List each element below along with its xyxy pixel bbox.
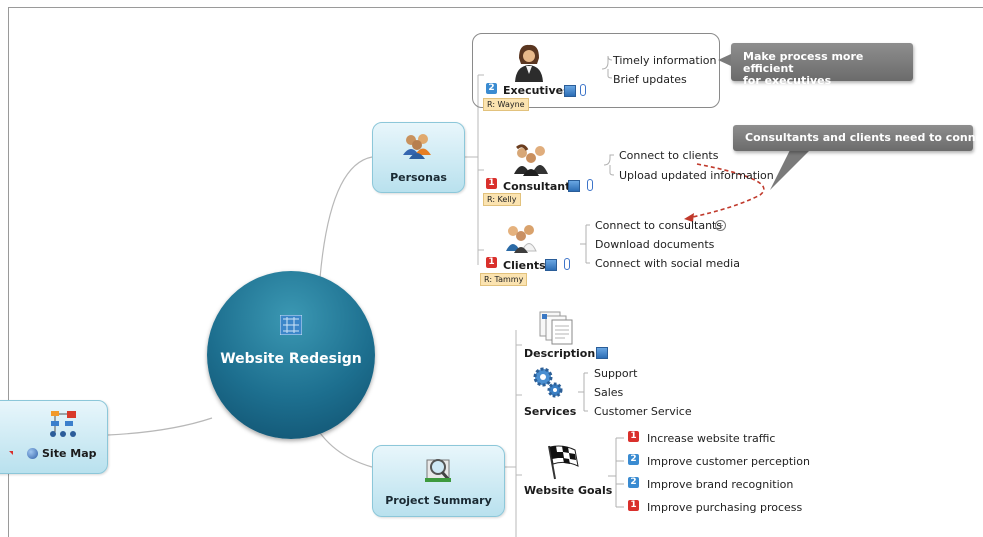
- topic-project-summary[interactable]: Project Summary: [372, 445, 505, 517]
- goal-item-brand[interactable]: Improve brand recognition: [647, 478, 794, 491]
- paperclip-icon[interactable]: [564, 258, 570, 270]
- executives-boundary: [472, 33, 720, 108]
- executives-item-brief[interactable]: Brief updates: [613, 73, 687, 86]
- consultants-item-upload[interactable]: Upload updated information: [619, 169, 774, 182]
- central-topic[interactable]: Website Redesign: [207, 271, 375, 439]
- callout-executives[interactable]: Make process more efficient for executiv…: [731, 43, 913, 87]
- note-icon[interactable]: [596, 347, 608, 359]
- priority-badge[interactable]: 1: [628, 500, 639, 511]
- services-label[interactable]: Services: [524, 405, 577, 418]
- paperclip-icon[interactable]: [587, 179, 593, 191]
- priority-badge[interactable]: 1: [486, 178, 497, 189]
- priority-badge[interactable]: 2: [628, 477, 639, 488]
- people-group-icon: [403, 134, 431, 159]
- documents-icon: [539, 311, 573, 345]
- executives-item-timely[interactable]: Timely information: [613, 54, 717, 67]
- priority-badge[interactable]: 1: [628, 431, 639, 442]
- consultants-item-connect[interactable]: Connect to clients: [619, 149, 719, 162]
- note-icon[interactable]: [545, 259, 557, 271]
- magnifier-document-icon: [425, 459, 451, 482]
- goal-item-purchasing[interactable]: Improve purchasing process: [647, 501, 803, 514]
- expand-plus-icon[interactable]: +: [715, 220, 726, 231]
- site-map-label: Site Map: [42, 447, 97, 460]
- personas-label: Personas: [390, 171, 447, 184]
- gears-icon: [533, 367, 563, 398]
- role-tag: R: Wayne: [483, 98, 529, 111]
- callout-executives-text: Make process more efficient for executiv…: [743, 50, 864, 87]
- clients-item-connect[interactable]: Connect to consultants: [595, 219, 723, 232]
- services-item-support[interactable]: Support: [594, 367, 638, 380]
- services-item-sales[interactable]: Sales: [594, 386, 624, 399]
- website-goals-label[interactable]: Website Goals: [524, 484, 613, 497]
- clients-item-social[interactable]: Connect with social media: [595, 257, 740, 270]
- role-tag: R: Kelly: [483, 193, 521, 206]
- priority-badge[interactable]: 2: [628, 454, 639, 465]
- topic-site-map[interactable]: Site Map: [0, 400, 108, 474]
- priority-badge[interactable]: 2: [486, 83, 497, 94]
- consultants-icon: [514, 144, 548, 176]
- central-topic-title: Website Redesign: [220, 351, 362, 367]
- description-label[interactable]: Description: [524, 347, 596, 360]
- callout-consultants-text: Consultants and clients need to connect: [745, 131, 983, 144]
- clients-item-download[interactable]: Download documents: [595, 238, 715, 251]
- clients-icon: [506, 225, 537, 253]
- note-icon[interactable]: [568, 180, 580, 192]
- org-chart-icon: [50, 411, 76, 437]
- goal-item-traffic[interactable]: Increase website traffic: [647, 432, 776, 445]
- services-item-customer-service[interactable]: Customer Service: [594, 405, 692, 418]
- checkered-flag-icon: [548, 445, 579, 480]
- priority-badge[interactable]: 1: [486, 257, 497, 268]
- globe-icon: [27, 448, 38, 459]
- businesswoman-icon: [515, 44, 543, 82]
- callout-executives-pointer: [718, 54, 731, 66]
- role-tag: R: Tammy: [480, 273, 528, 286]
- canvas-border-top: [8, 7, 983, 8]
- blueprint-icon: [280, 315, 302, 335]
- callout-consultants[interactable]: Consultants and clients need to connect: [733, 125, 983, 151]
- topic-personas[interactable]: Personas: [372, 122, 465, 193]
- paperclip-icon[interactable]: [580, 84, 586, 96]
- goal-item-perception[interactable]: Improve customer perception: [647, 455, 810, 468]
- executives-label[interactable]: Executives: [503, 84, 570, 97]
- clients-label[interactable]: Clients: [503, 259, 546, 272]
- consultants-label[interactable]: Consultants: [503, 180, 577, 193]
- triangle-marker-icon: [9, 451, 13, 455]
- canvas-border-left: [8, 7, 9, 537]
- project-summary-label: Project Summary: [385, 494, 492, 507]
- note-icon[interactable]: [564, 85, 576, 97]
